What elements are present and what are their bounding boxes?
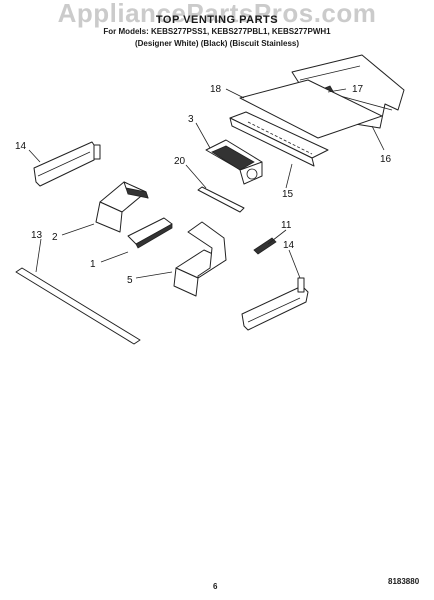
callout-2: 2: [52, 232, 58, 243]
leader-lines: [28, 88, 385, 279]
part-20-strip: [197, 186, 245, 213]
callout-16: 16: [380, 154, 392, 165]
part-2-duct: [95, 181, 149, 233]
part-1-filter: [127, 217, 173, 249]
callout-14-lower: 14: [283, 240, 295, 251]
part-18-plate: [239, 79, 383, 139]
part-3-fan-motor: [205, 139, 263, 185]
part-14-bracket-left: [33, 141, 101, 187]
part-5-housing: [173, 221, 227, 297]
page-number: 6: [213, 582, 218, 591]
callout-15: 15: [282, 189, 294, 200]
callout-14-upper: 14: [15, 141, 27, 152]
callout-20: 20: [174, 156, 186, 167]
model-list: For Models: KEBS277PSS1, KEBS277PBL1, KE…: [103, 27, 331, 36]
callout-1: 1: [90, 259, 96, 270]
part-15-vent-channel: [229, 111, 329, 167]
part-14-bracket-right: [241, 277, 309, 331]
callout-5: 5: [127, 275, 133, 286]
document-number: 8183880: [388, 577, 420, 586]
callout-17: 17: [352, 84, 364, 95]
diagram-title: TOP VENTING PARTS: [155, 14, 279, 26]
callout-3: 3: [188, 114, 194, 125]
callout-18: 18: [210, 84, 222, 95]
part-13-long-rail: [15, 267, 141, 345]
callout-11: 11: [281, 220, 292, 231]
color-variants: (Designer White) (Black) (Biscuit Stainl…: [134, 39, 300, 48]
callout-13: 13: [31, 230, 43, 241]
